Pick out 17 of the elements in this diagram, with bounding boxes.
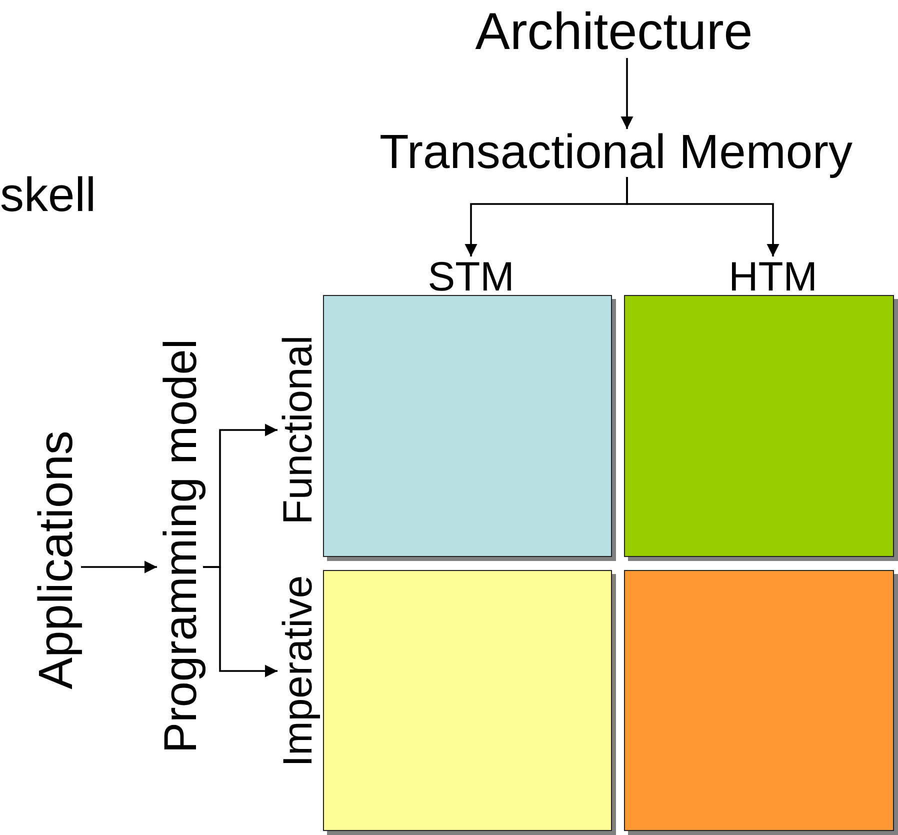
node-label: Functional xyxy=(278,335,318,525)
arrow xyxy=(203,566,278,678)
node-label: Programming model xyxy=(157,338,203,754)
cut-off-text: skell xyxy=(0,172,96,220)
node-label: STM xyxy=(428,256,514,298)
node-label: HTM xyxy=(728,256,818,298)
node-label: Applications xyxy=(33,430,81,690)
quadrant-box xyxy=(323,570,616,835)
quadrant-box xyxy=(624,295,898,561)
node-label: Architecture xyxy=(475,6,753,58)
node-label: Transactional Memory xyxy=(379,129,853,177)
arrow xyxy=(81,560,157,574)
node-label: Imperative xyxy=(278,575,318,767)
arrow xyxy=(620,58,634,129)
arrow xyxy=(626,177,780,256)
quadrant-box xyxy=(323,295,616,561)
quadrant-box xyxy=(624,570,898,835)
